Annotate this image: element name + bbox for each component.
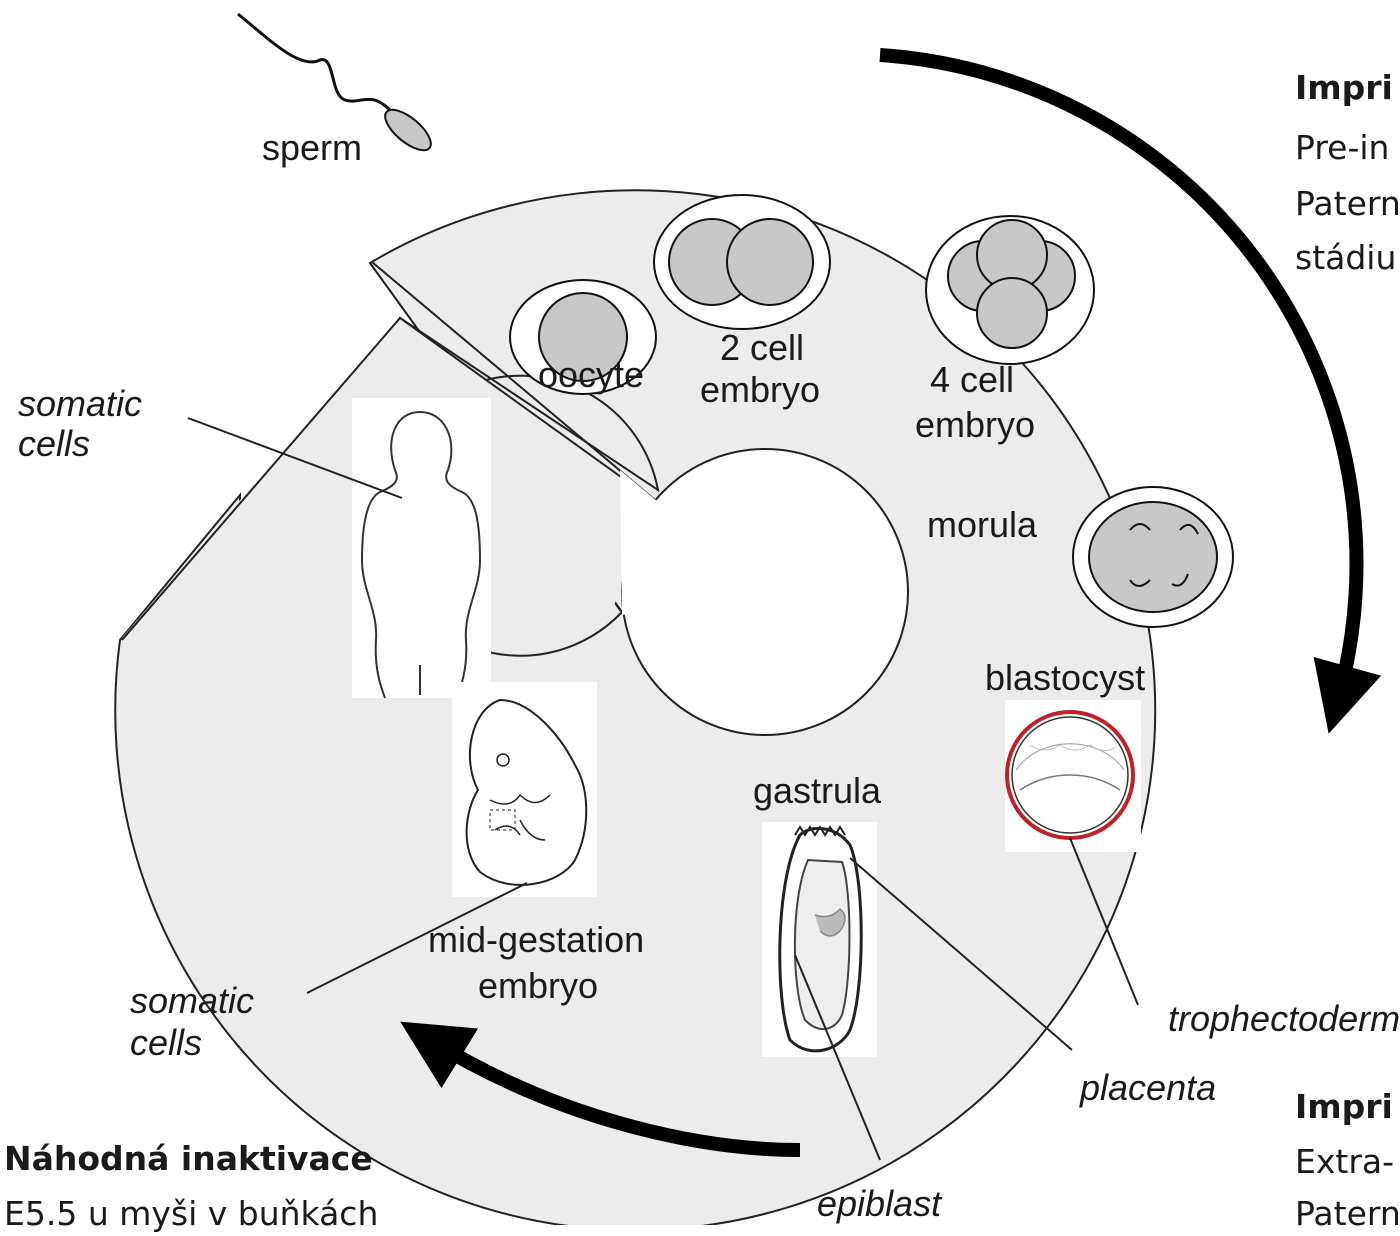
label-midgestation-line1: mid-gestation	[428, 919, 644, 960]
label-placenta: placenta	[1079, 1067, 1216, 1108]
four-cell-embryo-icon	[926, 216, 1094, 364]
morula-icon	[1073, 487, 1233, 627]
label-2cell-line2: embryo	[700, 369, 820, 410]
text-bottom-left-line1: E5.5 u myši v buňkách	[4, 1192, 378, 1236]
heading-random-inactivation: Náhodná inaktivace	[4, 1139, 373, 1178]
label-2cell-line1: 2 cell	[720, 327, 804, 368]
label-somatic-top-line1: somatic	[18, 383, 142, 424]
label-somatic-bottom-line1: somatic	[130, 980, 254, 1021]
label-morula: morula	[927, 504, 1038, 545]
human-silhouette-icon	[352, 398, 491, 698]
blastocyst-icon	[1005, 700, 1141, 852]
midgestation-embryo-icon	[452, 682, 597, 897]
label-oocyte: oocyte	[538, 354, 644, 395]
text-bottom-right-heading: Impri	[1295, 1085, 1393, 1129]
heading-imprinting-top: Impri	[1295, 68, 1393, 107]
label-epiblast: epiblast	[817, 1183, 943, 1224]
label-somatic-top-line2: cells	[18, 423, 90, 464]
text-bottom-right-line1: Extra-	[1295, 1140, 1394, 1184]
label-4cell-line1: 4 cell	[930, 359, 1014, 400]
label-sperm: sperm	[262, 127, 362, 168]
label-4cell-line2: embryo	[915, 404, 1035, 445]
label-somatic-bottom-line2: cells	[130, 1022, 202, 1063]
text-bottom-left-heading: Náhodná inaktivace	[4, 1137, 373, 1181]
gastrula-icon	[762, 822, 877, 1057]
label-gastrula: gastrula	[753, 770, 882, 811]
label-blastocyst: blastocyst	[985, 657, 1145, 698]
text-top-right-line1: Pre-in	[1295, 126, 1389, 170]
heading-imprinting-bottom: Impri	[1295, 1087, 1393, 1126]
text-bottom-right-line2: Patern	[1295, 1192, 1400, 1236]
text-top-right-heading: Impri	[1295, 66, 1393, 110]
two-cell-embryo-icon	[654, 195, 830, 329]
text-top-right-line3: stádiu	[1295, 236, 1396, 280]
label-midgestation-line2: embryo	[478, 965, 598, 1006]
text-top-right-line2: Patern	[1295, 182, 1400, 226]
label-trophectoderm: trophectoderm	[1168, 998, 1400, 1039]
